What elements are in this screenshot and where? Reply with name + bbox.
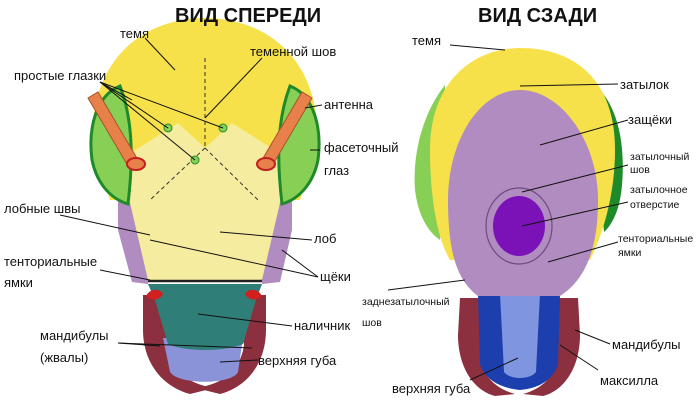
front-leader-frontal bbox=[59, 214, 151, 236]
front-label-simple-eyes: простые глазки bbox=[14, 68, 106, 83]
back-label-tentorial-2: ямки bbox=[618, 247, 641, 259]
back-leader-vertex bbox=[449, 44, 506, 51]
front-label-mandibles-2: (жвалы) bbox=[40, 350, 88, 365]
front-leader-parietal bbox=[204, 57, 263, 119]
front-frontal-suture-right bbox=[204, 147, 259, 201]
back-title: ВИД СЗАДИ bbox=[478, 5, 597, 27]
back-label-mandibles: мандибулы bbox=[612, 337, 681, 352]
front-leader-tentorial bbox=[99, 269, 151, 281]
front-label-tentorial-1: тенториальные bbox=[4, 254, 97, 269]
front-antenna-socket-left bbox=[126, 157, 146, 171]
front-forehead-shape bbox=[120, 123, 290, 280]
front-upper-lip-shape bbox=[163, 338, 243, 382]
front-leader-simple-eyes-3 bbox=[99, 81, 133, 101]
back-label-genae: защёки bbox=[628, 112, 672, 127]
front-label-clypeus: наличник bbox=[294, 318, 350, 333]
front-label-parietal-suture: теменной шов bbox=[250, 44, 336, 59]
front-leader-vertex bbox=[144, 37, 176, 71]
front-leader-simple-eyes-2 bbox=[99, 81, 196, 161]
front-frontal-suture-left bbox=[149, 147, 206, 201]
back-mandible-left bbox=[458, 298, 515, 396]
front-label-mandibles-1: мандибулы bbox=[40, 328, 109, 343]
front-leader-mandibles-2 bbox=[117, 342, 253, 349]
front-label-upper-lip: верхняя губа bbox=[258, 353, 337, 368]
front-leader-forehead bbox=[219, 231, 313, 241]
back-label-occipital-suture-1: затылочный bbox=[630, 151, 689, 163]
front-view: ВИД СПЕРЕДИ темя простые глазки теменной… bbox=[4, 5, 399, 394]
back-label-tentorial-1: тенториальные bbox=[618, 233, 693, 245]
back-leader-foramen bbox=[521, 201, 629, 227]
back-label-occipital-suture-2: шов bbox=[630, 164, 650, 176]
back-mandible-right bbox=[523, 298, 580, 396]
back-label-maxilla: максилла bbox=[600, 373, 659, 388]
front-leader-simple-eyes-4 bbox=[99, 81, 224, 129]
front-label-frontal-sutures: лобные швы bbox=[4, 201, 80, 216]
back-label-foramen-2: отверстие bbox=[630, 199, 679, 211]
back-label-upper-lip: верхняя губа bbox=[392, 381, 471, 396]
back-leader-occiput bbox=[519, 83, 619, 87]
back-label-occiput: затылок bbox=[620, 77, 669, 92]
front-leader-antenna bbox=[304, 104, 323, 109]
back-foramen bbox=[493, 196, 545, 256]
front-leader-cheeks-2 bbox=[281, 249, 319, 278]
front-leader-clypeus bbox=[197, 313, 293, 327]
back-labium-shape bbox=[500, 294, 540, 378]
front-label-antenna: антенна bbox=[324, 97, 374, 112]
back-label-vertex: темя bbox=[412, 33, 441, 48]
front-label-forehead: лоб bbox=[314, 231, 336, 246]
front-title: ВИД СПЕРЕДИ bbox=[175, 5, 321, 27]
back-leader-maxilla bbox=[559, 344, 599, 371]
front-label-vertex: темя bbox=[120, 26, 149, 41]
front-mandibles-shape bbox=[143, 295, 214, 394]
back-leader-postoccipital bbox=[387, 279, 466, 291]
back-leader-occipital-suture bbox=[521, 164, 629, 193]
back-leader-mandibles bbox=[574, 329, 611, 345]
front-clypeus-mark-right bbox=[245, 289, 262, 300]
front-label-compound-eye-2: глаз bbox=[324, 163, 349, 178]
front-clypeus-shape bbox=[148, 284, 262, 350]
back-view: ВИД СЗАДИ темя затылок защёки затылочный… bbox=[362, 5, 693, 396]
back-label-foramen-1: затылочное bbox=[630, 184, 688, 196]
front-label-tentorial-2: ямки bbox=[4, 275, 33, 290]
back-leader-genae bbox=[539, 119, 629, 146]
front-leader-upper-lip bbox=[219, 359, 259, 363]
back-leader-tentorial bbox=[547, 241, 619, 263]
front-antenna-socket-right bbox=[256, 157, 276, 171]
front-leader-simple-eyes-1 bbox=[99, 81, 169, 129]
back-label-postoccipital-2: шов bbox=[362, 317, 382, 329]
front-label-compound-eye-1: фасеточный bbox=[324, 140, 399, 155]
back-label-postoccipital-1: заднезатылочный bbox=[362, 296, 450, 308]
back-leader-upper-lip bbox=[469, 357, 519, 381]
front-leader-cheeks-1 bbox=[149, 239, 319, 278]
front-clypeus-mark-left bbox=[146, 289, 163, 300]
front-label-cheeks: щёки bbox=[320, 269, 351, 284]
